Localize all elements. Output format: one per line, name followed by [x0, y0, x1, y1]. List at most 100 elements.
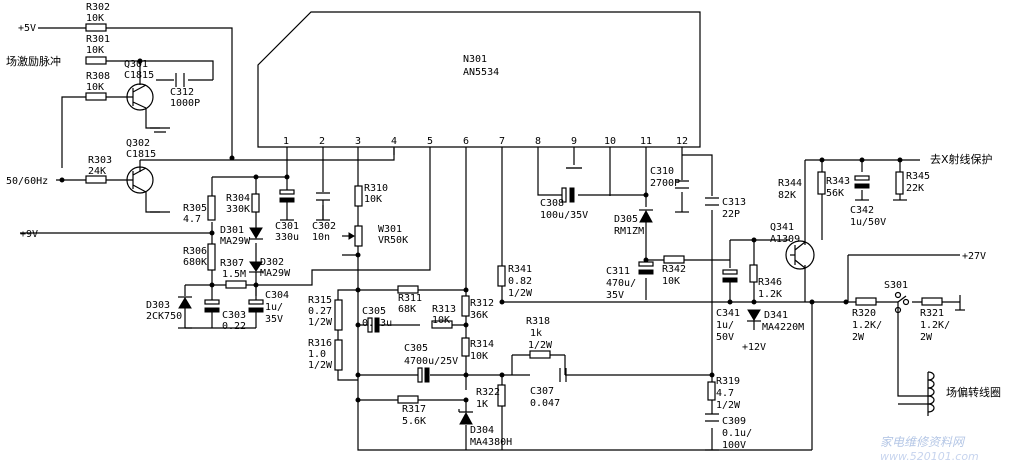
val1-r320: 1.2K/ — [852, 320, 882, 331]
val-c307: 0.047 — [530, 398, 560, 409]
ref-r310: R310 — [364, 183, 388, 194]
diodes — [178, 209, 761, 425]
val-r307: 1.5M — [222, 269, 246, 280]
ref-r315: R315 — [308, 295, 332, 306]
ref-r302: R302 — [86, 2, 110, 13]
val-c313: 22P — [722, 209, 740, 220]
r346-body — [749, 264, 758, 283]
r301-body — [85, 56, 107, 65]
ref-q341: Q341 — [770, 222, 794, 233]
val-r311: 68K — [398, 304, 416, 315]
r310-body — [354, 185, 363, 207]
val2-r315: 1/2W — [308, 317, 333, 328]
resistors — [85, 23, 943, 407]
ref-c305a: C305 — [362, 306, 386, 317]
r319-body — [707, 381, 716, 401]
r306-body — [207, 243, 216, 271]
ref-r312: R312 — [470, 298, 494, 309]
ref-r320: R320 — [852, 308, 876, 319]
val1-r316: 1.0 — [308, 349, 326, 360]
ref-s301: S301 — [884, 280, 908, 291]
val-c342: 1u/50V — [850, 217, 886, 228]
ref-r316: R316 — [308, 338, 332, 349]
ref-c305b: C305 — [404, 343, 428, 354]
val1-r315: 0.27 — [308, 306, 332, 317]
ref-w301: W301 — [378, 224, 402, 235]
ic-part: AN5534 — [463, 67, 499, 78]
val1-r319: 4.7 — [716, 388, 734, 399]
ref-c301: C301 — [275, 221, 299, 232]
label-protect: 去X射线保护 — [930, 152, 993, 166]
ref-r314: R314 — [470, 339, 494, 350]
val-r344: 82K — [778, 190, 796, 201]
val-r313: 10K — [432, 315, 450, 326]
ref-q301: Q301 — [124, 59, 148, 70]
label-hz: 50/60Hz — [6, 176, 48, 187]
r318-body — [529, 350, 551, 359]
val2-r341: 1/2W — [508, 288, 533, 299]
ref-r317: R317 — [402, 404, 426, 415]
ref-r342: R342 — [662, 264, 686, 275]
switch-s301 — [894, 291, 910, 314]
val-r312: 36K — [470, 310, 488, 321]
ic-pins: 1 2 3 4 5 6 7 8 9 10 11 12 — [283, 136, 688, 165]
r320-body — [855, 297, 877, 306]
val2-r320: 2W — [852, 332, 865, 343]
ic-n301: N301 AN5534 — [257, 11, 701, 148]
ref-c307: C307 — [530, 386, 554, 397]
ref-d341: D341 — [764, 310, 788, 321]
val2-r318: 1/2W — [528, 340, 553, 351]
val1-r341: 0.82 — [508, 276, 532, 287]
pin-10: 10 — [604, 136, 616, 147]
watermark-cn: 家电维修资料网 — [880, 435, 966, 449]
ref-r301: R301 — [86, 34, 110, 45]
pin-7: 7 — [499, 136, 505, 147]
ref-r307: R307 — [220, 258, 244, 269]
val-r346: 1.2K — [758, 289, 782, 300]
val-c310: 2700P — [650, 178, 680, 189]
ref-r343: R343 — [826, 176, 850, 187]
val-r345: 22K — [906, 183, 924, 194]
junction-dots — [59, 58, 903, 403]
val-r310: 10K — [364, 194, 382, 205]
ref-d302: D302 — [260, 257, 284, 268]
val-c305a: 0.33u — [362, 318, 392, 329]
part-q341: A1309 — [770, 234, 800, 245]
r321-body — [921, 297, 943, 306]
pin-5: 5 — [427, 136, 433, 147]
r303-body — [85, 175, 107, 184]
val-r304: 330K — [226, 204, 250, 215]
val-r322: 1K — [476, 399, 488, 410]
deflection-coil — [927, 371, 935, 413]
ref-d301: D301 — [220, 225, 244, 236]
pin-11: 11 — [640, 136, 652, 147]
val2-c309: 100V — [722, 440, 746, 451]
pin-1: 1 — [283, 136, 289, 147]
ref-r303: R303 — [88, 155, 112, 166]
part-d304: MA4380H — [470, 437, 512, 448]
ref-d305: D305 — [614, 214, 638, 225]
label-trigger: 场激励脉冲 — [6, 54, 61, 68]
r311-body — [397, 285, 419, 294]
watermark-url: www.520101.com — [880, 450, 979, 463]
r345-body — [895, 171, 904, 195]
val2-r316: 1/2W — [308, 360, 333, 371]
ref-c310: C310 — [650, 166, 674, 177]
r312-body — [461, 295, 470, 317]
ref-r318: R318 — [526, 316, 550, 327]
ref-c342: C342 — [850, 205, 874, 216]
label-coil: 场偏转线圈 — [946, 385, 1001, 399]
val-r308: 10K — [86, 82, 104, 93]
ref-r341: R341 — [508, 264, 532, 275]
label-v9: +9V — [20, 229, 38, 240]
ref-r308: R308 — [86, 71, 110, 82]
val-r342: 10K — [662, 276, 680, 287]
r343-body — [817, 171, 826, 195]
capacitors — [175, 73, 870, 422]
ref-c303: C303 — [222, 310, 246, 321]
r307-body — [225, 280, 247, 289]
r304-body — [251, 193, 260, 213]
val1-r321: 1.2K/ — [920, 320, 950, 331]
ref-d303: D303 — [146, 300, 170, 311]
